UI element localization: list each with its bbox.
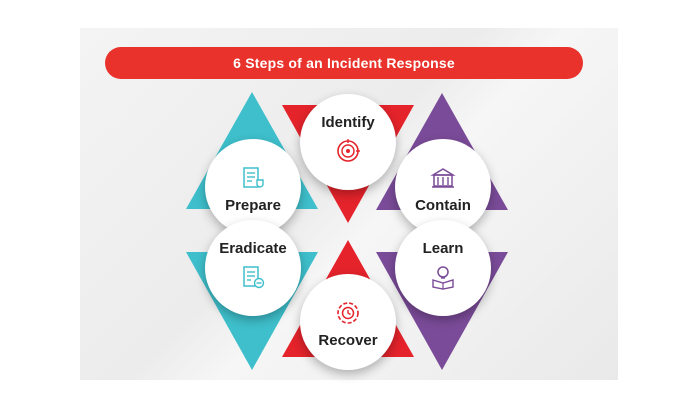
step-recover: Recover [300,274,396,370]
step-label: Recover [318,332,378,349]
fingerprint-target-icon [337,139,360,162]
checklist-shield-icon [243,167,264,188]
step-label: Eradicate [219,240,287,257]
document-remove-icon [243,266,265,289]
restore-cycle-icon [337,302,359,324]
step-label: Prepare [225,197,281,214]
step-label: Contain [415,197,471,214]
step-learn: Learn [395,220,491,316]
building-lock-icon [430,168,456,188]
step-identify: Identify [300,94,396,190]
step-prepare: Prepare [205,139,301,235]
title-banner: 6 Steps of an Incident Response [105,47,583,79]
step-label: Learn [422,240,464,257]
lightbulb-book-icon [432,266,454,290]
step-label: Identify [321,114,375,131]
step-contain: Contain [395,139,491,235]
step-eradicate: Eradicate [205,220,301,316]
